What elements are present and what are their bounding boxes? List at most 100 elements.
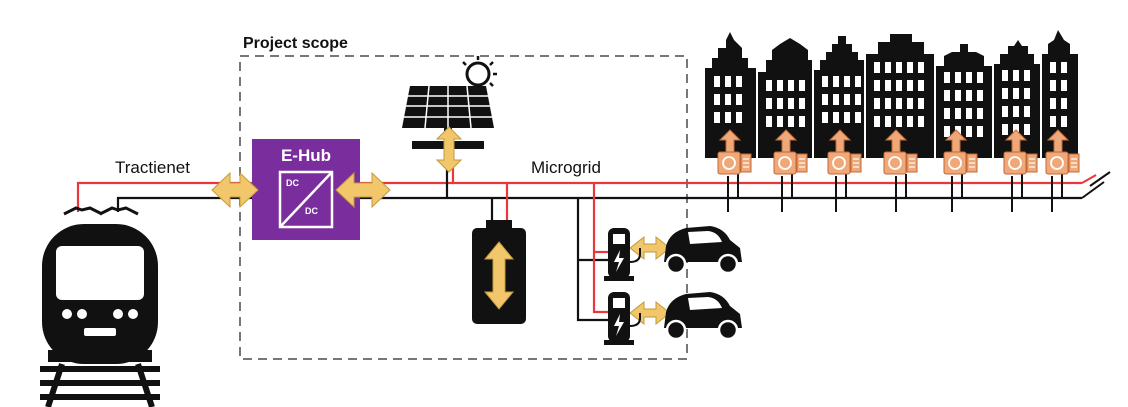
- house-window: [944, 108, 950, 119]
- house-window: [955, 72, 961, 83]
- house-window: [1002, 106, 1008, 117]
- house-window: [918, 80, 924, 91]
- house-window: [736, 112, 742, 123]
- house-window: [874, 62, 880, 73]
- house-window: [1061, 116, 1067, 127]
- heat-pumps: [717, 129, 1080, 175]
- house-window: [833, 76, 839, 87]
- house-window: [799, 80, 805, 91]
- house-window: [822, 94, 828, 105]
- house-window: [766, 98, 772, 109]
- house-window: [1024, 88, 1030, 99]
- house-window: [714, 76, 720, 87]
- house-window: [1050, 62, 1056, 73]
- house-window: [714, 112, 720, 123]
- house-window: [907, 80, 913, 91]
- ehub-title: E-Hub: [280, 146, 332, 165]
- house-window: [885, 62, 891, 73]
- house-window: [714, 94, 720, 105]
- power-lines: [76, 150, 1111, 322]
- battery-icon: [472, 220, 526, 324]
- house-window: [966, 126, 972, 137]
- house-window: [896, 116, 902, 127]
- house-window: [844, 94, 850, 105]
- house-window: [766, 116, 772, 127]
- house-window: [896, 98, 902, 109]
- house-window: [896, 62, 902, 73]
- house-window: [1050, 80, 1056, 91]
- house-window: [1013, 70, 1019, 81]
- house-window: [844, 76, 850, 87]
- heat-pump-icon: [943, 129, 978, 175]
- house-window: [885, 116, 891, 127]
- microgrid-label: Microgrid: [531, 158, 601, 177]
- house-window: [955, 90, 961, 101]
- house-window: [1013, 88, 1019, 99]
- house-window: [725, 112, 731, 123]
- electric-car-icon: [664, 292, 742, 341]
- house-window: [788, 80, 794, 91]
- house-window: [918, 62, 924, 73]
- house-window: [788, 116, 794, 127]
- house-window: [907, 62, 913, 73]
- house-window: [944, 90, 950, 101]
- heat-pump-icon: [773, 129, 808, 175]
- house-window: [788, 98, 794, 109]
- heat-pump-icon: [883, 129, 918, 175]
- house-window: [977, 108, 983, 119]
- heat-pump-icon: [1003, 129, 1038, 175]
- house-window: [885, 80, 891, 91]
- house-windows: [714, 62, 1067, 137]
- house-window: [907, 116, 913, 127]
- tractienet-label: Tractienet: [115, 158, 190, 177]
- charging-station-icon: [604, 228, 641, 281]
- house-window: [874, 80, 880, 91]
- house-window: [736, 94, 742, 105]
- house-window: [944, 126, 950, 137]
- house-window: [1002, 124, 1008, 135]
- project-scope-label: Project scope: [243, 35, 348, 52]
- house-window: [966, 108, 972, 119]
- house-window: [1061, 80, 1067, 91]
- ehub-dc-input-label: DC: [286, 178, 299, 188]
- house-window: [1024, 124, 1030, 135]
- house-window: [799, 98, 805, 109]
- house-window: [822, 76, 828, 87]
- house-drop-lines: [727, 174, 1063, 212]
- house-window: [1061, 62, 1067, 73]
- heat-pump-icon: [1045, 129, 1080, 175]
- heat-pump-icon: [717, 129, 752, 175]
- sun-icon: [462, 56, 497, 87]
- house-window: [1024, 106, 1030, 117]
- house-window: [1061, 98, 1067, 109]
- house-window: [736, 76, 742, 87]
- house-window: [1050, 116, 1056, 127]
- house-window: [833, 94, 839, 105]
- train-icon: [40, 206, 160, 407]
- house-window: [1050, 98, 1056, 109]
- house-window: [855, 94, 861, 105]
- house-window: [855, 112, 861, 123]
- ehub-dc-output-label: DC: [305, 206, 318, 216]
- house-window: [1002, 88, 1008, 99]
- house-window: [799, 116, 805, 127]
- house-window: [1013, 106, 1019, 117]
- house-window: [855, 76, 861, 87]
- house-window: [896, 80, 902, 91]
- house-window: [955, 108, 961, 119]
- electric-car-icon: [664, 226, 742, 275]
- house-window: [833, 112, 839, 123]
- house-window: [1002, 70, 1008, 81]
- house-window: [844, 112, 850, 123]
- house-window: [777, 98, 783, 109]
- house-window: [918, 116, 924, 127]
- house-window: [1024, 70, 1030, 81]
- house-window: [977, 126, 983, 137]
- house-window: [977, 72, 983, 83]
- house-window: [725, 76, 731, 87]
- house-window: [822, 112, 828, 123]
- house-window: [977, 90, 983, 101]
- house-window: [918, 98, 924, 109]
- house-window: [874, 116, 880, 127]
